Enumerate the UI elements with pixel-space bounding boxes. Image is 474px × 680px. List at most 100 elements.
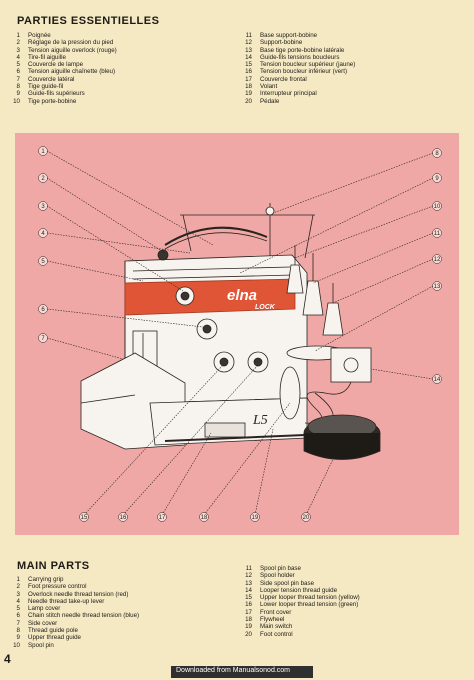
part-label: Volant (260, 83, 278, 91)
callout-number: 5 (41, 259, 45, 265)
part-label: Carrying grip (28, 576, 64, 583)
callout-marker (118, 512, 128, 522)
part-label: Couvercle latéral (28, 75, 75, 83)
part-label: Base support-bobine (260, 32, 318, 39)
part-label: Spool holder (260, 572, 295, 580)
part-label: Lower looper thread tension (green) (260, 601, 359, 609)
model-logo: LOCK (255, 304, 276, 311)
callout-number: 15 (81, 515, 88, 521)
parts-list-row: 18 Volant (238, 83, 355, 90)
english-section-title: MAIN PARTS (17, 560, 90, 572)
callout-marker (157, 512, 167, 522)
callout-number: 3 (41, 204, 45, 210)
part-number: 18 (245, 83, 252, 91)
part-label: Tige porte-bobine (28, 97, 77, 105)
part-number: 20 (245, 97, 252, 105)
part-label: Couvercle de lampe (28, 61, 84, 69)
part-label: Spool pin (28, 641, 54, 649)
callout-marker (432, 173, 442, 183)
parts-list-row: 4 Needle thread take-up lever (6, 598, 139, 605)
part-label: Side cover (28, 619, 58, 627)
part-number: 20 (245, 630, 252, 638)
parts-list-row: 10 Spool pin (6, 642, 139, 649)
parts-list-row: 1 Carrying grip (6, 576, 139, 583)
part-number: 3 (16, 46, 20, 54)
part-label: Tire-fil aiguille (28, 53, 66, 61)
part-label: Poignée (28, 32, 51, 39)
part-number: 10 (13, 97, 20, 105)
machine-diagram: elna LOCK L5 (38, 146, 442, 522)
part-label: Tension aiguille overlock (rouge) (28, 46, 117, 54)
part-number: 7 (16, 75, 20, 83)
parts-list-row: 2 Réglage de la pression du pied (6, 39, 117, 46)
callout-marker (38, 146, 48, 156)
callout-number: 7 (41, 336, 45, 342)
part-label: Chain stitch needle thread tension (blue… (28, 612, 140, 620)
parts-list-row: 7 Side cover (6, 620, 139, 627)
part-number: 4 (16, 597, 20, 605)
part-number: 14 (245, 586, 252, 594)
callout-number: 12 (434, 257, 441, 263)
foot-pressure-knob (157, 249, 169, 261)
part-number: 2 (16, 39, 20, 47)
part-number: 17 (245, 75, 252, 83)
callout-marker (432, 201, 442, 211)
part-label: Tension boucleur inférieur (vert) (260, 68, 348, 76)
callout-number: 4 (41, 231, 45, 237)
footer-band (171, 666, 313, 678)
callout-number: 13 (434, 284, 441, 290)
part-number: 7 (16, 619, 20, 627)
callout-marker (79, 512, 89, 522)
callout-marker (432, 374, 442, 384)
callout-number: 9 (435, 176, 439, 182)
part-label: Base tige porte-bobine latérale (260, 46, 345, 54)
part-number: 4 (16, 53, 20, 61)
callout-number: 18 (201, 515, 208, 521)
part-number: 8 (16, 627, 20, 635)
brand-stripe (124, 278, 296, 316)
part-label: Réglage de la pression du pied (28, 39, 114, 47)
callout-marker (38, 173, 48, 183)
callout-marker (38, 333, 48, 343)
callout-marker (432, 228, 442, 238)
callout-number: 10 (434, 204, 441, 210)
callout-marker (38, 304, 48, 314)
part-label: Interrupteur principal (260, 90, 317, 98)
callout-marker (38, 256, 48, 266)
flywheel (279, 366, 301, 420)
part-label: Lamp cover (28, 605, 61, 613)
part-label: Guide-fils tensions boucleurs (260, 53, 340, 61)
part-label: Tension aiguille chaînette (bleu) (28, 68, 116, 76)
part-number: 3 (16, 590, 20, 598)
part-label: Thread guide pole (28, 627, 78, 635)
part-label: Guide-fils supérieurs (28, 90, 85, 98)
callout-number: 6 (41, 307, 45, 313)
part-number: 13 (245, 579, 252, 587)
callout-number: 20 (303, 515, 310, 521)
part-label: Needle thread take-up lever (28, 597, 105, 605)
part-number: 10 (13, 641, 20, 649)
part-number: 19 (245, 90, 252, 98)
part-number: 1 (16, 576, 20, 583)
download-source-footer: Downloaded from Manualsonod.com (176, 667, 291, 674)
part-number: 6 (16, 612, 20, 620)
callout-number: 16 (120, 515, 127, 521)
callout-number: 17 (159, 515, 166, 521)
french-section-title: PARTIES ESSENTIELLES (17, 15, 160, 27)
callout-number: 14 (434, 377, 441, 383)
callout-marker (432, 254, 442, 264)
parts-list-row: 6 Chain stitch needle thread tension (blu… (6, 612, 140, 620)
part-number: 17 (245, 608, 252, 616)
